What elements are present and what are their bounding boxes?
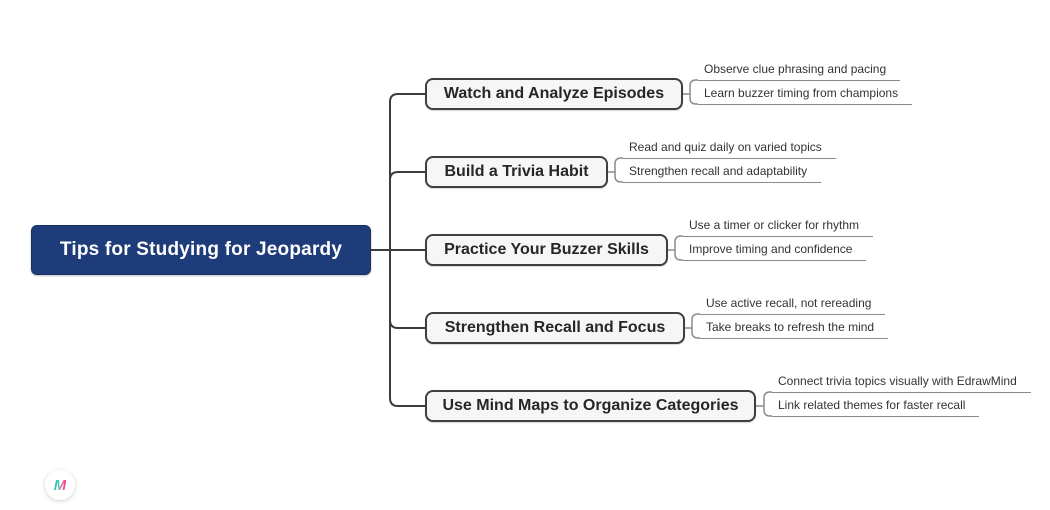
- topic-watch-and-analyze-episodes[interactable]: Watch and Analyze Episodes: [425, 78, 683, 110]
- subtopic-use-timer-or-clicker[interactable]: Use a timer or clicker for rhythm: [683, 217, 874, 237]
- subtopic-observe-clue-phrasing[interactable]: Observe clue phrasing and pacing: [698, 61, 901, 81]
- subtopic-strengthen-recall-adaptability[interactable]: Strengthen recall and adaptability: [623, 163, 822, 183]
- topic-strengthen-recall-and-focus[interactable]: Strengthen Recall and Focus: [425, 312, 685, 344]
- edrawmind-logo: M: [45, 470, 75, 500]
- edrawmind-logo-icon: M: [53, 476, 67, 494]
- subtopic-use-active-recall[interactable]: Use active recall, not rereading: [700, 295, 886, 315]
- topic-use-mind-maps-to-organize-categories[interactable]: Use Mind Maps to Organize Categories: [425, 390, 756, 422]
- subtopic-connect-trivia-topics[interactable]: Connect trivia topics visually with Edra…: [772, 373, 1031, 393]
- subtopic-link-related-themes[interactable]: Link related themes for faster recall: [772, 397, 980, 417]
- topic-practice-your-buzzer-skills[interactable]: Practice Your Buzzer Skills: [425, 234, 668, 266]
- topic-build-a-trivia-habit[interactable]: Build a Trivia Habit: [425, 156, 608, 188]
- subtopic-learn-buzzer-timing[interactable]: Learn buzzer timing from champions: [698, 85, 913, 105]
- root-topic[interactable]: Tips for Studying for Jeopardy: [31, 225, 371, 275]
- subtopic-read-and-quiz-daily[interactable]: Read and quiz daily on varied topics: [623, 139, 836, 159]
- subtopic-take-breaks[interactable]: Take breaks to refresh the mind: [700, 319, 889, 339]
- subtopic-improve-timing-confidence[interactable]: Improve timing and confidence: [683, 241, 867, 261]
